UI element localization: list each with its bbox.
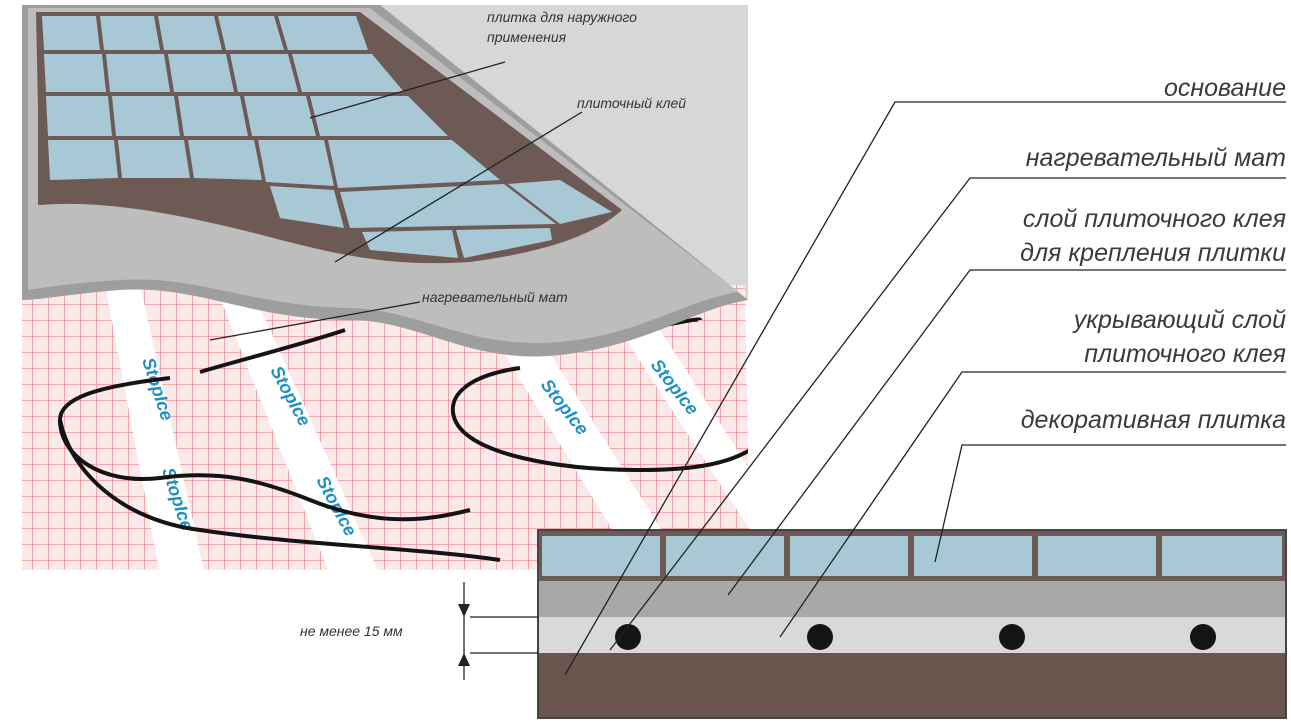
heating-mat-mesh: StopIce StopIce StopIce StopIce StopIce …	[22, 285, 750, 570]
label-tile-adhesive: плиточный клей	[577, 95, 686, 111]
heating-cable	[450, 366, 750, 473]
layer-base	[539, 653, 1285, 717]
label-outdoor-tile-line2: применения	[487, 29, 567, 45]
legend-leaders	[564, 101, 1286, 676]
mat-tape	[620, 330, 750, 530]
mat-tape	[105, 285, 205, 570]
heating-cable	[57, 376, 471, 522]
perspective-view: StopIce StopIce StopIce StopIce StopIce …	[22, 5, 750, 570]
layer-fixing-adhesive	[539, 581, 1285, 617]
dimension-label: не менее 15 мм	[300, 623, 403, 639]
cross-section	[537, 529, 1287, 719]
legend-fixing-adhesive-line1: слой плиточного клея	[1023, 205, 1286, 233]
label-heating-mat: нагревательный мат	[422, 289, 568, 305]
layer-cover-adhesive	[539, 617, 1285, 653]
label-outdoor-tile-line1: плитка для наружного	[487, 9, 637, 25]
legend-heating-mat: нагревательный мат	[1026, 144, 1286, 172]
heating-cable	[58, 419, 501, 562]
legend-fixing-adhesive-line2: для крепления плитки	[1020, 239, 1286, 267]
perspective-leaders	[209, 61, 583, 341]
mat-tape	[490, 330, 690, 570]
legend-base: основание	[1164, 74, 1286, 102]
section-tiles	[542, 536, 1282, 576]
heating-cable	[199, 328, 346, 374]
thickness-dimension	[458, 582, 538, 680]
outdoor-tiles	[42, 16, 612, 258]
legend-cover-adhesive-line1: укрывающий слой	[1072, 306, 1286, 334]
legend-decorative-tile: декоративная плитка	[1021, 406, 1286, 434]
layer-decorative-tile	[539, 531, 1285, 581]
heating-cable-sections	[615, 624, 1216, 650]
legend: основание нагревательный мат слой плиточ…	[1020, 74, 1286, 434]
legend-cover-adhesive-line2: плиточного клея	[1084, 340, 1286, 368]
